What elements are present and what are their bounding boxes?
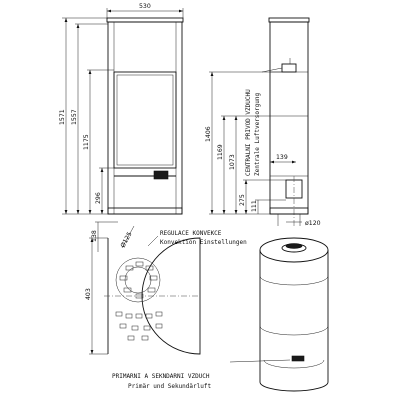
dim-arrow xyxy=(107,9,111,13)
dim-arrow xyxy=(244,210,248,214)
convection-slot xyxy=(155,311,163,317)
grate-slot xyxy=(135,261,144,267)
dim-arrow xyxy=(64,18,68,22)
side-top-duct xyxy=(281,63,297,73)
grate-slot xyxy=(149,275,158,281)
dim-angle-label: Ø125 xyxy=(119,230,134,249)
dim-arrow xyxy=(210,210,214,214)
front-door xyxy=(113,71,177,169)
cyl-air-slider xyxy=(291,355,305,362)
top-grate xyxy=(119,261,158,299)
dim-arrow xyxy=(270,160,274,164)
top-label-de: Konvektion Einstellungen xyxy=(160,239,247,246)
dim-139-label: 139 xyxy=(276,154,288,161)
side-view: 1406 1169 1073 275 111 139 ø120 CENTRALN… xyxy=(205,17,321,228)
dim-arrow xyxy=(244,180,248,184)
cyl-seam xyxy=(259,275,329,286)
front-body xyxy=(107,21,183,215)
convection-slot xyxy=(115,311,123,317)
cyl-seam xyxy=(259,325,329,336)
convection-slot xyxy=(135,313,143,319)
cyl-flue xyxy=(285,243,303,249)
top-label-cz: REGULACE KONVEKCE xyxy=(160,230,222,237)
front-top-plate xyxy=(106,17,184,23)
dim-1571-label: 1571 xyxy=(59,109,66,125)
convection-slot xyxy=(127,335,135,341)
front-handle xyxy=(153,170,169,180)
convection-slot xyxy=(155,323,163,329)
top-leader xyxy=(147,235,159,247)
dim-296-label: 296 xyxy=(95,192,102,204)
dim-arrow xyxy=(64,210,68,214)
dim-width-label: 530 xyxy=(139,3,151,10)
side-label-cz: CENTRALNI PRIVOD VZDUCHU xyxy=(245,89,252,176)
dim-arrow xyxy=(234,210,238,214)
dim-arrow xyxy=(88,210,92,214)
dim-arrow xyxy=(88,70,92,74)
persp-label-cz: PRIMARNI A SEKNDARNI VZDUCH xyxy=(112,373,210,380)
dim-arrow xyxy=(90,238,94,242)
convection-slot xyxy=(143,325,151,331)
convection-slot xyxy=(141,335,149,341)
dim-1557-label: 1557 xyxy=(71,109,78,125)
dim-111-label: 111 xyxy=(251,200,258,212)
dim-138-label: 138 xyxy=(91,230,98,242)
dim-arrow xyxy=(234,116,238,120)
side-top-plate xyxy=(268,17,310,23)
dim-arrow xyxy=(76,24,80,28)
top-convection-slots xyxy=(115,311,163,341)
convection-slot xyxy=(145,313,153,319)
dim-arrow xyxy=(222,116,226,120)
convection-slot xyxy=(131,325,139,331)
grate-slot xyxy=(145,265,154,271)
dim-arrow xyxy=(100,210,104,214)
front-base xyxy=(107,207,183,215)
dim-arrow xyxy=(100,168,104,172)
dim-diameter-label: ø120 xyxy=(305,220,321,227)
dim-arrow xyxy=(179,9,183,13)
side-leader xyxy=(261,67,283,73)
dim-1175-label: 1175 xyxy=(83,134,90,150)
front-view: 530 1571 1557 1175 296 xyxy=(59,3,184,215)
dim-1073-label: 1073 xyxy=(229,154,236,170)
dim-arrow xyxy=(222,210,226,214)
dim-line-angle xyxy=(121,225,135,249)
dim-403-label: 403 xyxy=(85,288,92,300)
top-view: 138 403 Ø125 REGULACE KONVEKCE Konvektio… xyxy=(85,221,247,355)
grate-slot xyxy=(123,287,132,293)
dim-arrow xyxy=(76,210,80,214)
grate-slot xyxy=(119,275,128,281)
persp-label-de: Primär und Sekundärluft xyxy=(128,383,211,390)
dim-1169-label: 1169 xyxy=(217,144,224,160)
persp-leader xyxy=(229,359,291,363)
cyl-seam xyxy=(263,359,325,369)
convection-slot xyxy=(119,323,127,329)
dim-275-label: 275 xyxy=(239,194,246,206)
dim-arrow xyxy=(90,350,94,354)
convection-slot xyxy=(125,313,133,319)
grate-slot xyxy=(147,287,156,293)
cyl-body xyxy=(259,250,329,392)
top-inner-ring xyxy=(124,266,152,294)
top-outline xyxy=(141,237,201,355)
top-combustion-ring xyxy=(115,257,161,303)
side-label-de: Zentrale Luftversorgung xyxy=(254,93,261,176)
side-base xyxy=(269,207,309,215)
perspective-view: PRIMARNI A SEKNDARNI VZDUCH Primär und S… xyxy=(112,237,329,392)
grate-slot xyxy=(125,265,134,271)
dim-arrow xyxy=(292,160,296,164)
cyl-top xyxy=(259,237,329,263)
front-door-glass xyxy=(116,74,174,166)
dim-arrow xyxy=(210,72,214,76)
dim-1406-label: 1406 xyxy=(205,126,212,142)
